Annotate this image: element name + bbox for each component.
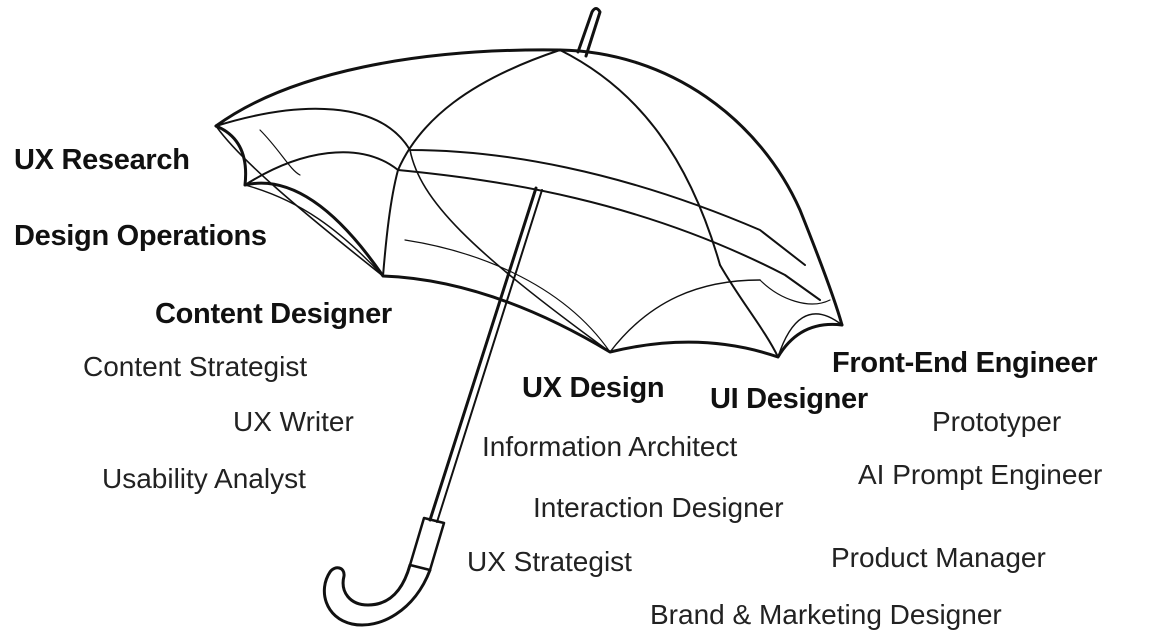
label-ux-writer: UX Writer bbox=[233, 406, 354, 437]
umbrella-handle bbox=[322, 563, 432, 627]
label-interaction-designer: Interaction Designer bbox=[533, 492, 784, 523]
label-design-operations: Design Operations bbox=[14, 220, 267, 252]
umbrella-canopy-outline bbox=[214, 48, 844, 327]
umbrella-shaft bbox=[428, 186, 538, 522]
umbrella-grip bbox=[408, 516, 446, 572]
label-content-strategist: Content Strategist bbox=[83, 351, 308, 382]
label-product-manager: Product Manager bbox=[831, 542, 1046, 573]
label-ux-research: UX Research bbox=[14, 144, 190, 176]
label-ux-strategist: UX Strategist bbox=[467, 546, 632, 577]
label-front-end-engineer: Front-End Engineer bbox=[832, 347, 1098, 379]
label-content-designer: Content Designer bbox=[155, 298, 392, 330]
label-prototyper: Prototyper bbox=[932, 406, 1062, 437]
label-ui-designer: UI Designer bbox=[710, 383, 868, 415]
label-information-architect: Information Architect bbox=[482, 431, 738, 462]
label-ux-design: UX Design bbox=[522, 372, 665, 404]
label-usability-analyst: Usability Analyst bbox=[102, 463, 306, 494]
label-ai-prompt-engineer: AI Prompt Engineer bbox=[858, 459, 1103, 490]
umbrella-tip bbox=[576, 7, 602, 58]
label-brand-marketing-designer: Brand & Marketing Designer bbox=[650, 599, 1002, 630]
